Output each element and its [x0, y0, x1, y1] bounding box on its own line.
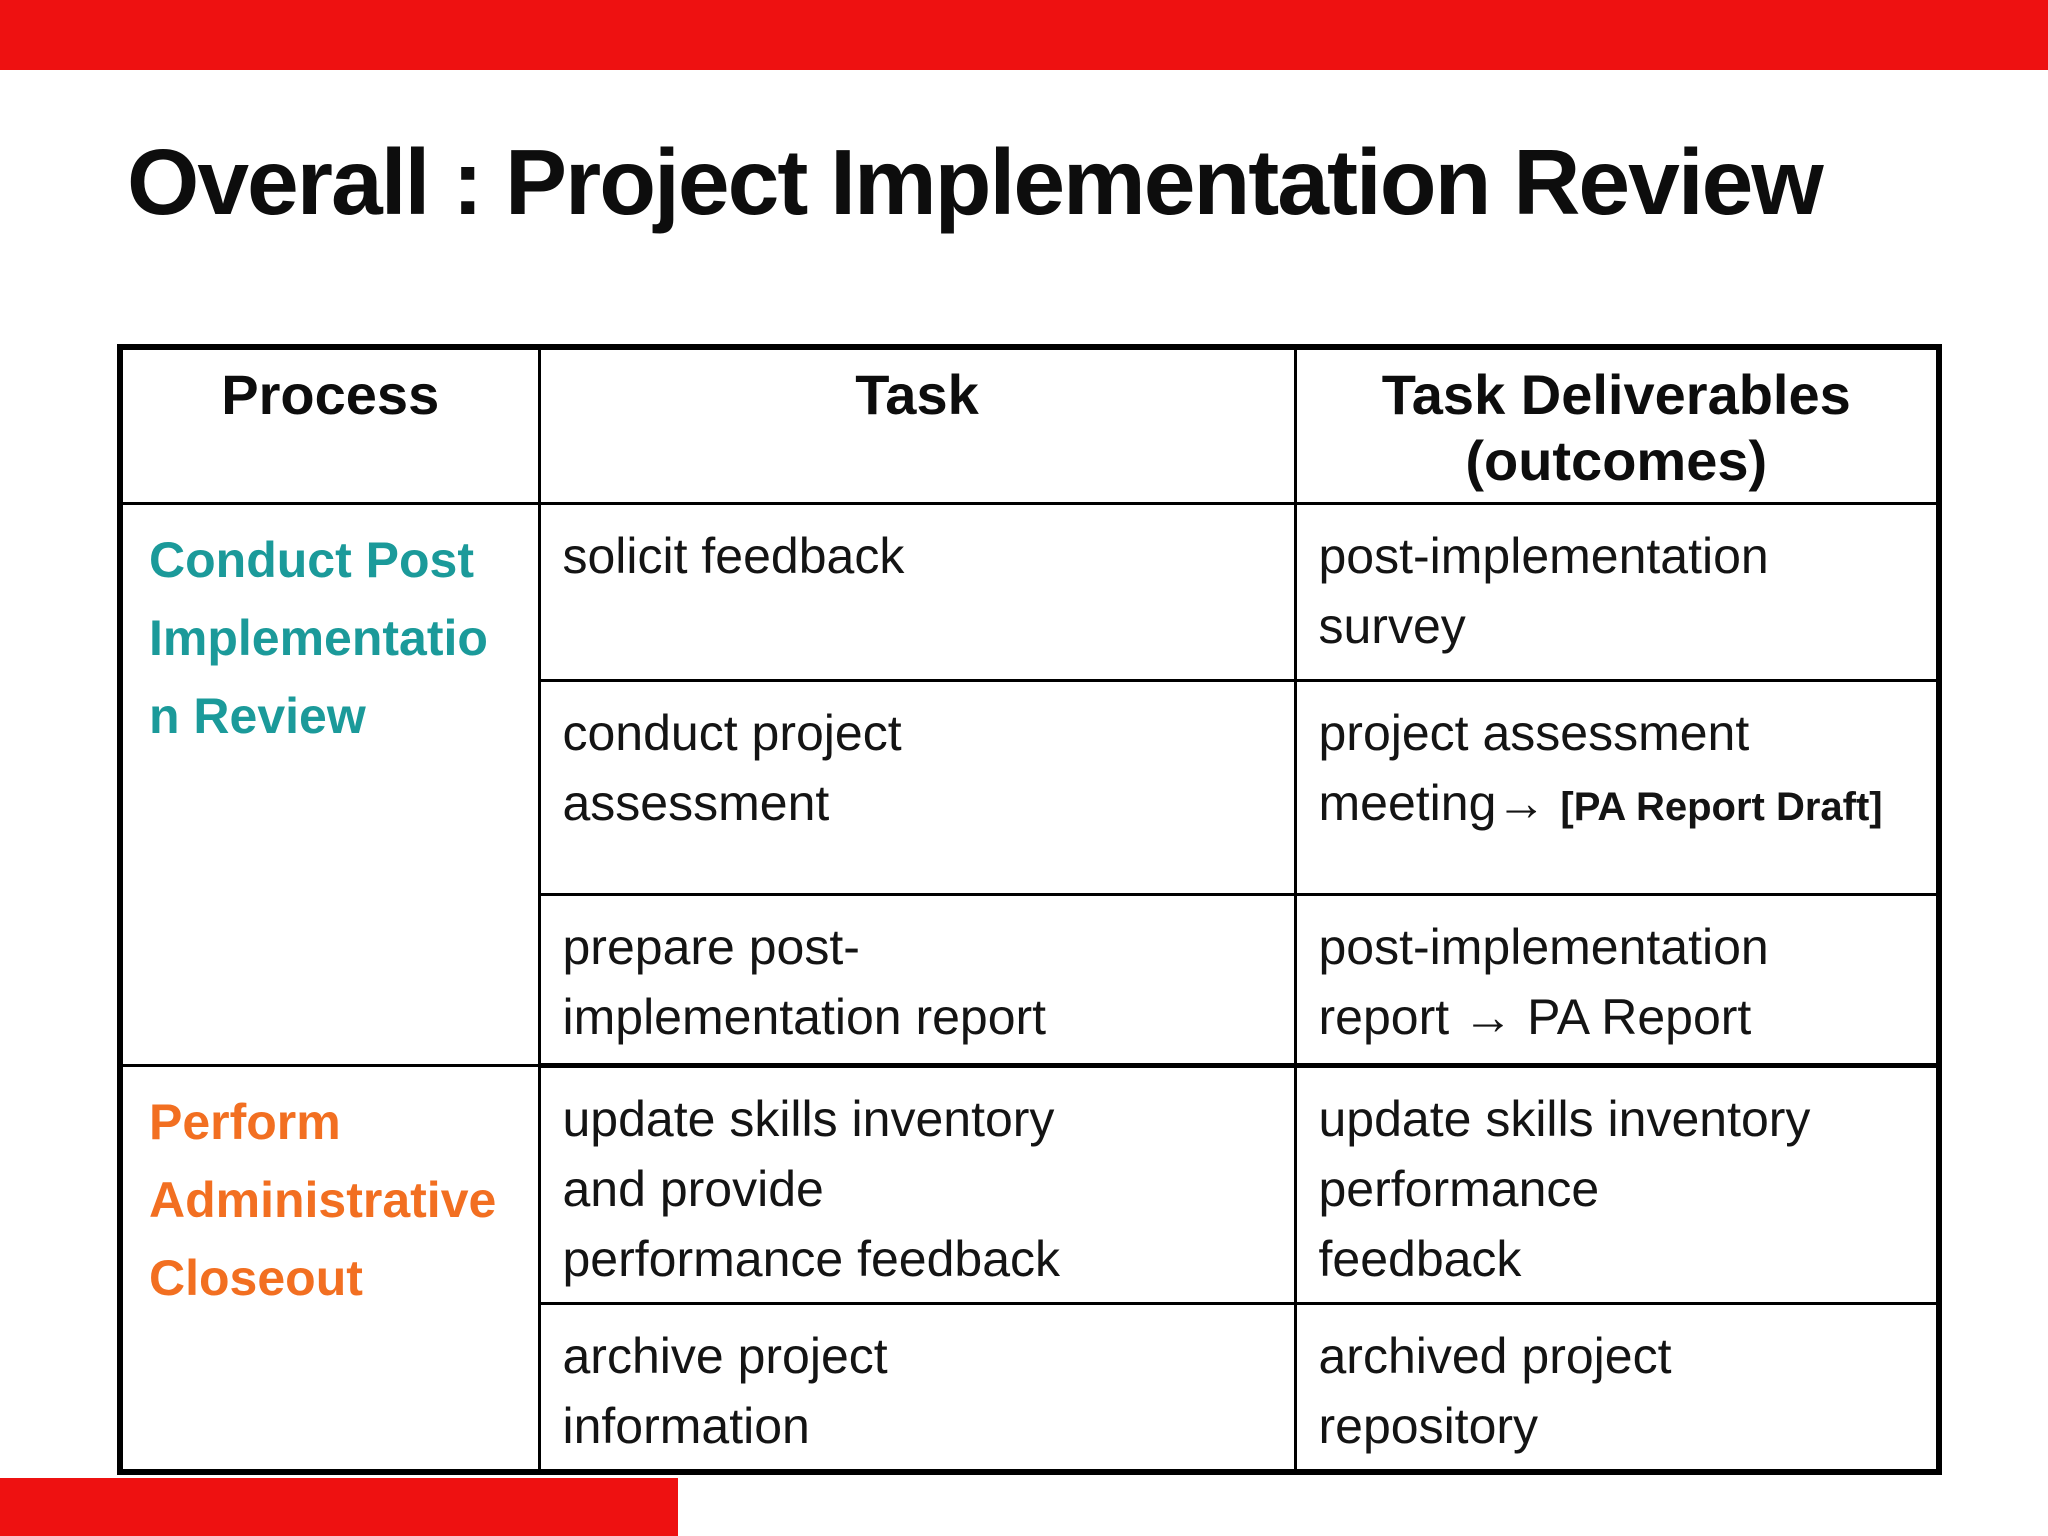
- deliverable-text: post-implementation report: [1318, 919, 1769, 1046]
- slide-title: Overall : Project Implementation Review: [127, 130, 1824, 234]
- bottom-left-red-bar: [0, 1478, 678, 1536]
- process-line: Administrative: [149, 1172, 497, 1229]
- task-line: archive project: [562, 1328, 888, 1385]
- task-line: and provide: [562, 1161, 824, 1218]
- task-prepare-post-implementation-report: prepare post- implementation report: [537, 893, 1297, 1069]
- process-line: Perform: [149, 1094, 341, 1151]
- task-line: assessment: [562, 775, 830, 832]
- right-arrow-icon: →: [1463, 989, 1514, 1046]
- table-row-archive-project-information: archive project information archived pro…: [120, 1302, 1941, 1474]
- table-row-solicit-feedback: Conduct Post Implementatio n Review soli…: [118, 502, 1941, 1068]
- task-line: prepare post-: [562, 919, 860, 976]
- deliverable-text: project assessment meeting: [1318, 705, 1750, 832]
- header-task: Task: [537, 345, 1297, 506]
- header-task-deliverables: Task Deliverables (outcomes): [1293, 345, 1941, 506]
- task-archive-project-information: archive project information: [537, 1302, 1297, 1474]
- deliverable-post-implementation-survey: post-implementation survey: [1293, 502, 1941, 683]
- task-line: solicit feedback: [562, 528, 905, 585]
- deliverable-archived-project-repository: archived project repository: [1293, 1302, 1941, 1474]
- top-red-bar: [0, 0, 2048, 70]
- process-line: Conduct Post: [149, 532, 474, 589]
- deliverable-skills-inventory-performance-feedback: update skills inventory performance feed…: [1293, 1064, 1941, 1306]
- deliverable-pa-report: post-implementation report→PA Report: [1293, 893, 1941, 1069]
- table-row-update-skills-inventory: Perform Administrative Closeout update s…: [118, 1064, 1941, 1474]
- task-line: update skills inventory: [562, 1091, 1055, 1148]
- deliverable-text: PA Report: [1527, 989, 1752, 1046]
- task-update-skills-inventory: update skills inventory and provide perf…: [537, 1064, 1297, 1306]
- process-line: Implementatio: [149, 610, 488, 667]
- deliverable-project-assessment-meeting: project assessment meeting→ [PA Report Dr…: [1293, 679, 1941, 897]
- table-row-conduct-project-assessment: conduct project assessment project asses…: [120, 679, 1941, 897]
- table-header-row: Process Task Task Deliverables (outcomes…: [118, 345, 1941, 506]
- process-conduct-post-implementation-review: Conduct Post Implementatio n Review: [118, 502, 541, 1068]
- header-deliverables-line1: Task Deliverables: [1381, 363, 1851, 426]
- task-line: conduct project: [562, 705, 902, 762]
- deliverable-line: archived project: [1318, 1328, 1672, 1385]
- process-line: Closeout: [149, 1250, 363, 1307]
- header-process: Process: [118, 345, 541, 506]
- project-implementation-table: Process Task Task Deliverables (outcomes…: [117, 344, 1942, 1476]
- deliverable-line: post-implementation: [1318, 528, 1769, 585]
- task-solicit-feedback: solicit feedback: [537, 502, 1297, 683]
- table-row-prepare-post-implementation-report: prepare post- implementation report post…: [120, 893, 1941, 1069]
- process-perform-administrative-closeout: Perform Administrative Closeout: [118, 1064, 541, 1474]
- deliverable-line: feedback: [1318, 1231, 1522, 1288]
- task-conduct-project-assessment: conduct project assessment: [537, 679, 1297, 897]
- deliverable-line: survey: [1318, 598, 1466, 655]
- task-line: information: [562, 1398, 810, 1455]
- process-line: n Review: [149, 688, 366, 745]
- task-line: performance feedback: [562, 1231, 1061, 1288]
- right-arrow-icon: →: [1496, 775, 1547, 832]
- deliverable-line: performance: [1318, 1161, 1600, 1218]
- task-line: implementation report: [562, 989, 1047, 1046]
- deliverable-line: repository: [1318, 1398, 1539, 1455]
- deliverable-line: update skills inventory: [1318, 1091, 1811, 1148]
- header-deliverables-line2: (outcomes): [1465, 429, 1768, 493]
- deliverable-note: [PA Report Draft]: [1560, 785, 1883, 830]
